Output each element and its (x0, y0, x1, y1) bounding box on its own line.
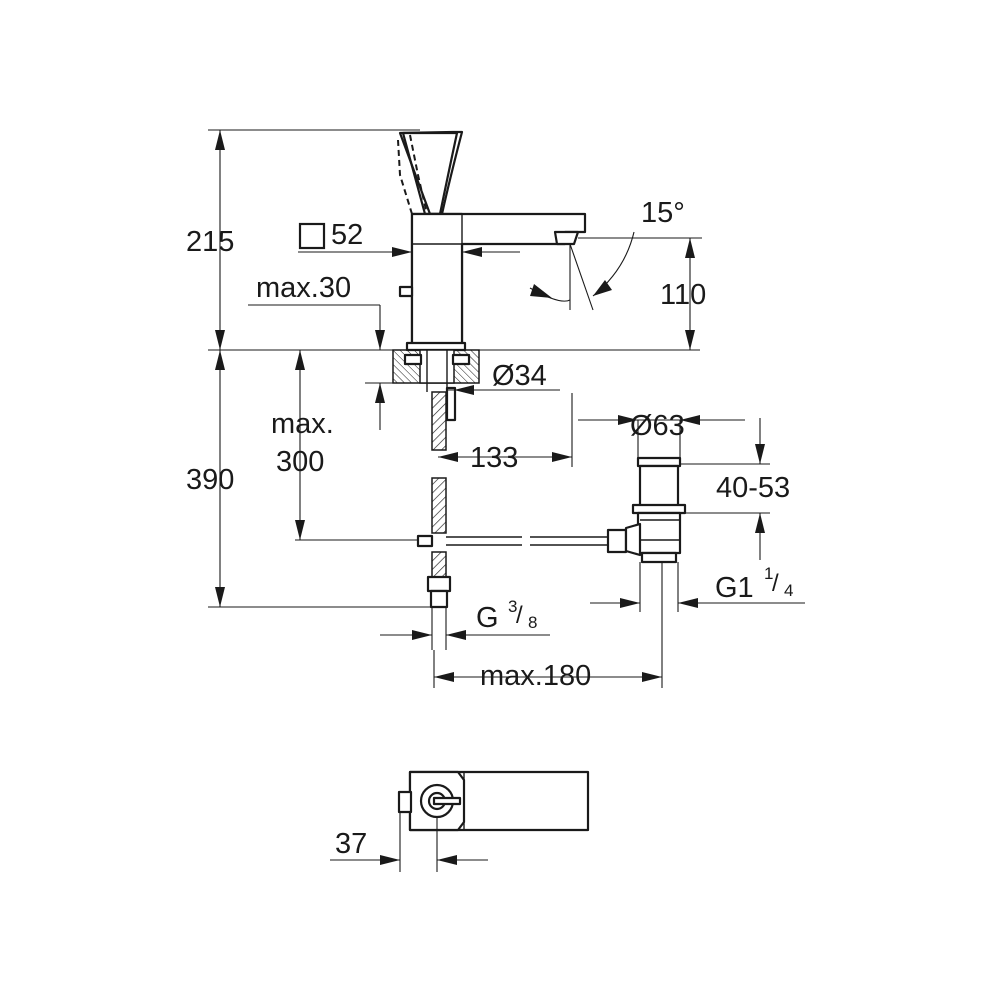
label-g1-denominator: 4 (784, 581, 794, 600)
drain-assembly (624, 456, 687, 564)
label-300: 300 (276, 446, 325, 478)
label-15-degrees: 15° (641, 197, 685, 229)
label-max-30: max.30 (256, 272, 352, 304)
label-g1-numerator: 1 (764, 564, 774, 583)
label-215: 215 (186, 226, 235, 258)
label-g1-main: G1 (715, 572, 754, 604)
dimension-215 (208, 129, 420, 350)
spout-angle-15 (529, 231, 635, 311)
supply-hose-upper (431, 391, 447, 451)
label-diameter-34: Ø34 (492, 360, 547, 392)
label-390: 390 (186, 464, 235, 496)
label-g1-slash: / (772, 570, 779, 597)
supply-hose-end (431, 551, 447, 578)
lever-handle (397, 130, 464, 216)
label-110: 110 (660, 279, 707, 311)
label-square-52: 52 (331, 219, 364, 251)
label-37: 37 (335, 828, 368, 860)
dimension-110 (578, 237, 702, 350)
label-max-line1: max. (271, 408, 334, 440)
dimension-max-300 (295, 350, 432, 541)
top-view (397, 770, 590, 832)
deck-section (392, 349, 480, 422)
supply-hose-lower (431, 477, 447, 534)
dimension-40-53 (680, 418, 770, 560)
dimension-g1-1-4 (590, 562, 805, 612)
faucet-body (398, 212, 587, 352)
dimension-g-3-8 (380, 607, 550, 650)
hose-fitting (429, 589, 449, 609)
square-52-leader (298, 222, 520, 257)
dimension-37 (330, 812, 488, 872)
label-g-main: G (476, 602, 499, 634)
label-40-53: 40-53 (716, 472, 791, 504)
popup-rod (416, 528, 628, 554)
hose-nut (426, 575, 452, 593)
label-133: 133 (470, 442, 519, 474)
dimension-390 (208, 350, 432, 608)
label-g-denominator: 8 (528, 613, 538, 632)
diameter-34-leader (447, 385, 560, 395)
label-max-180: max.180 (480, 660, 592, 692)
dimension-63 (578, 415, 745, 458)
dimension-max-180 (433, 562, 663, 688)
label-g-slash: / (516, 602, 523, 629)
label-diameter-63: Ø63 (630, 410, 685, 442)
dimension-133 (438, 393, 573, 467)
square-symbol (298, 222, 326, 250)
label-g-numerator: 3 (508, 597, 518, 616)
